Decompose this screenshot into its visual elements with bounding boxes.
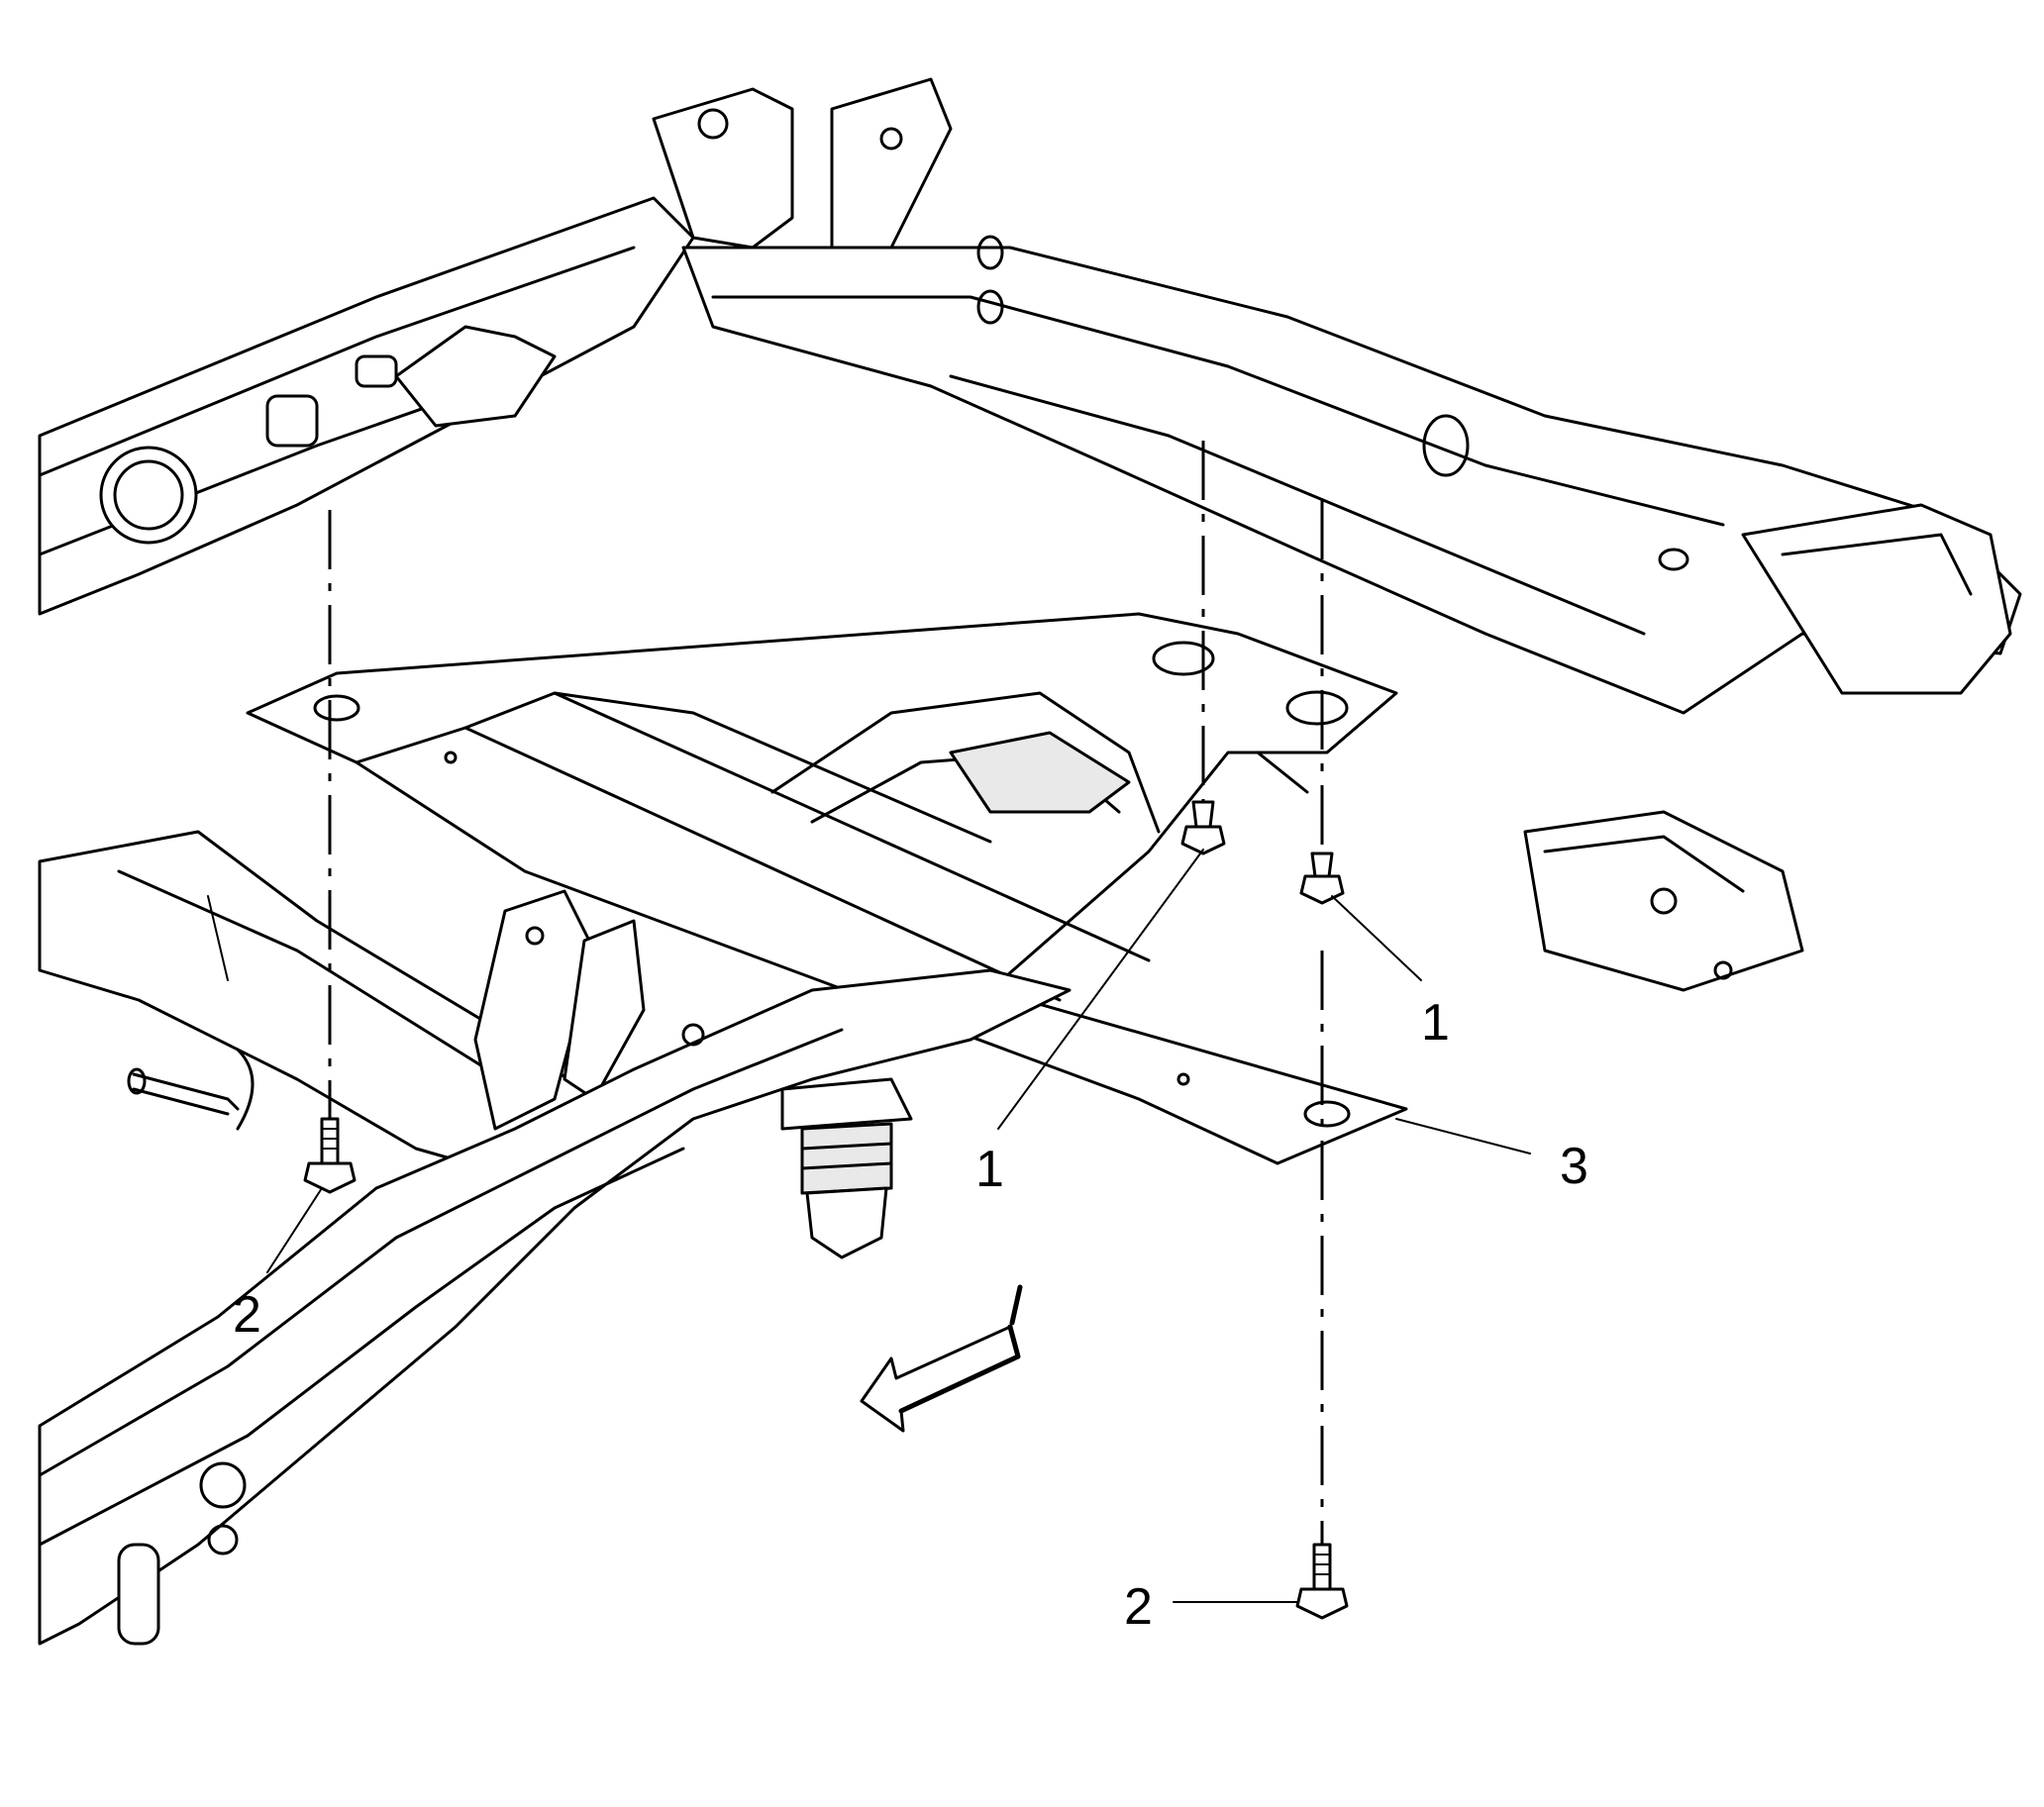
callout-1-right: 1	[1421, 994, 1450, 1052]
bump-stop	[780, 1077, 913, 1259]
callout-2-right: 2	[1124, 1578, 1153, 1636]
callout-2-left: 2	[233, 1286, 261, 1344]
callout-1-center: 1	[975, 1141, 1004, 1198]
callout-3: 3	[1560, 1138, 1588, 1195]
bolt-2-left	[303, 1117, 357, 1194]
fastener-alignment-lines	[328, 441, 1324, 1545]
transmission-support-crossmember	[246, 612, 1408, 1165]
callout-leader-lines	[266, 849, 1531, 1603]
nut-1-right	[1299, 852, 1345, 905]
nut-1-center	[1180, 800, 1226, 855]
vehicle-frame-far-side	[38, 77, 2022, 992]
bolt-2-right	[1295, 1543, 1349, 1620]
front-direction-arrow-icon	[860, 1284, 1023, 1433]
vehicle-frame-near-side	[38, 830, 1072, 1646]
